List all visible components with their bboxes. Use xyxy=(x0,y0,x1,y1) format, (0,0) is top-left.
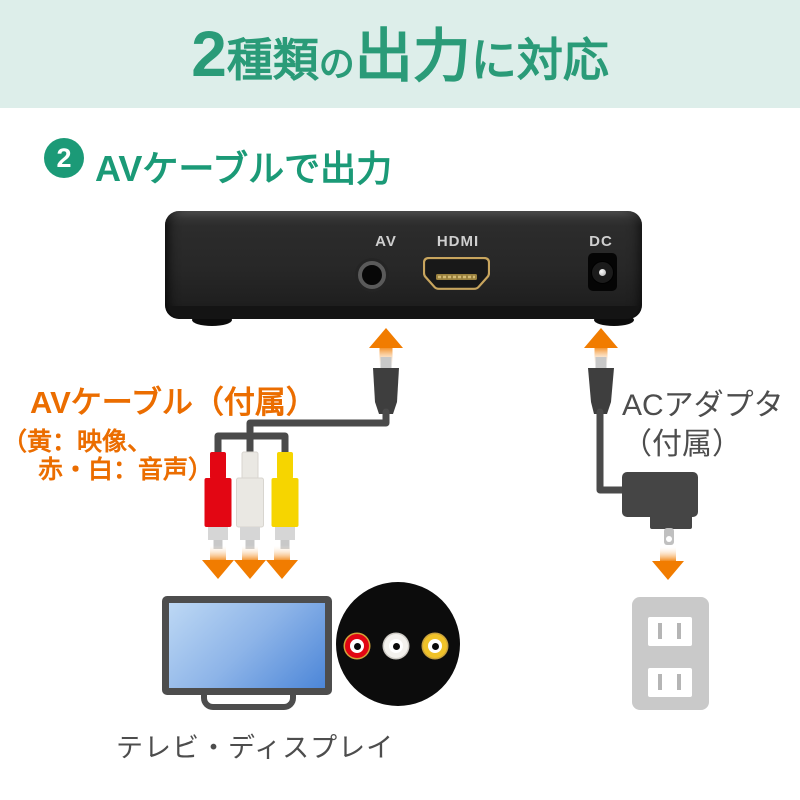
tv-icon xyxy=(162,596,332,695)
av-cable-assembly xyxy=(202,328,403,579)
port-label-dc: DC xyxy=(589,233,613,250)
av-plug-icon xyxy=(373,357,399,414)
dc-center-pin xyxy=(599,268,606,276)
rca-jack-panel xyxy=(336,582,460,706)
rca-jack-yellow-icon xyxy=(423,634,447,658)
av-cable-note-line2: 赤・白：音声） xyxy=(38,456,214,484)
outlet-socket-top xyxy=(648,617,692,646)
rca-plug-white xyxy=(236,451,264,549)
ac-adapter-label-line2: （付属） xyxy=(622,428,742,461)
av-cable-line xyxy=(214,408,390,458)
title-number: 2 xyxy=(191,18,227,90)
section-number-badge: 2 xyxy=(44,138,84,178)
dc-barrel xyxy=(591,260,614,284)
device-bottom-edge xyxy=(169,306,638,319)
port-label-av: AV xyxy=(375,233,397,250)
tv-caption: テレビ・ディスプレイ xyxy=(116,733,395,763)
dc-plug-icon xyxy=(588,357,614,414)
header-band: 2種類の出力に対応 xyxy=(0,0,800,108)
av-cable-label: AVケーブル（付属） xyxy=(30,385,317,420)
dc-port-icon xyxy=(588,253,617,291)
hdmi-port-icon xyxy=(423,257,490,290)
rca-plug-red xyxy=(204,452,232,549)
ac-adapter-label-line1: ACアダプタ xyxy=(622,389,784,422)
tv-stand xyxy=(201,695,296,710)
rca-jack-red-icon xyxy=(345,634,369,658)
port-label-hdmi: HDMI xyxy=(436,233,480,250)
down-arrow-icon xyxy=(652,546,684,580)
section-title: AVケーブルで出力 xyxy=(95,148,393,189)
rca-plug-yellow xyxy=(271,452,299,549)
outlet-socket-bottom xyxy=(648,668,692,697)
down-arrow-icon xyxy=(234,545,266,579)
device-back-panel: AV HDMI DC xyxy=(165,211,642,319)
ac-adapter-icon xyxy=(622,472,698,545)
dc-cable-line xyxy=(596,408,628,494)
down-arrow-icon xyxy=(266,545,298,579)
rca-jack-white-icon xyxy=(384,634,408,658)
down-arrow-icon xyxy=(202,545,234,579)
outlet-icon xyxy=(632,597,709,710)
ac-adapter-assembly xyxy=(584,328,698,580)
av-cable-note-line1: （黄：映像、 xyxy=(2,428,153,456)
page-title: 2種類の出力に対応 xyxy=(191,18,609,90)
av-jack-icon xyxy=(358,261,386,289)
